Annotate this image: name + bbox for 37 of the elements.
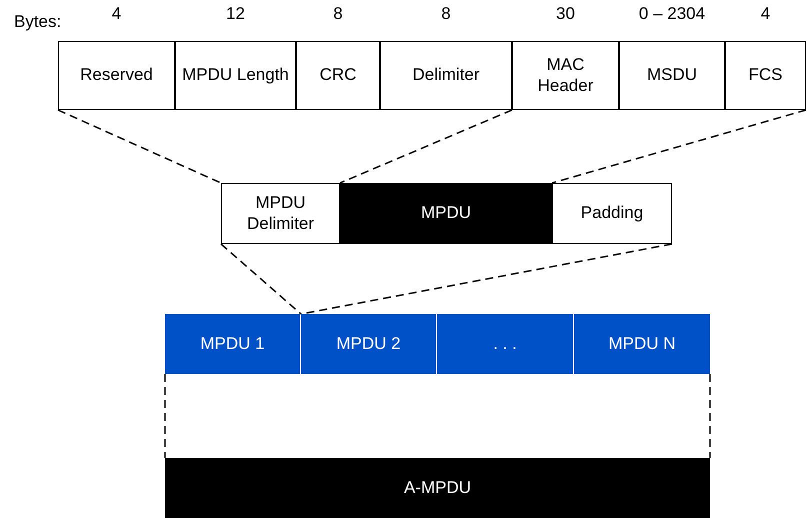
field-label: Reserved bbox=[79, 65, 154, 86]
mpdu-segment bbox=[574, 314, 710, 374]
byte-count: 8 bbox=[440, 4, 452, 24]
dashed-connector bbox=[300, 243, 672, 315]
row-label: Bytes: bbox=[14, 12, 62, 32]
field-label: MPDU Delimiter bbox=[246, 193, 316, 234]
byte-count: 30 bbox=[555, 4, 576, 24]
byte-count: 8 bbox=[332, 4, 344, 24]
mpdu-segment bbox=[165, 314, 300, 374]
dashed-connector bbox=[220, 243, 302, 315]
dashed-connector bbox=[340, 109, 512, 184]
field-label: MSDU bbox=[646, 65, 698, 86]
field-label: MPDU 2 bbox=[335, 334, 402, 354]
field-label: . . . bbox=[492, 334, 518, 354]
field-label: MAC Header bbox=[536, 55, 594, 96]
mpdu-segment bbox=[437, 314, 573, 374]
field-box bbox=[340, 183, 552, 244]
dashed-connector bbox=[552, 109, 806, 184]
byte-count: 4 bbox=[760, 4, 772, 24]
field-label: FCS bbox=[748, 65, 784, 86]
field-label: A-MPDU bbox=[402, 478, 472, 498]
dashed-connector bbox=[58, 109, 222, 184]
field-label: CRC bbox=[318, 65, 358, 86]
field-label: Delimiter bbox=[411, 65, 481, 86]
field-box bbox=[552, 183, 672, 244]
mpdu-segment bbox=[301, 314, 436, 374]
field-label: MPDU 1 bbox=[199, 334, 266, 354]
field-box bbox=[221, 183, 340, 244]
ampdu-bar bbox=[165, 458, 710, 518]
field-label: MPDU bbox=[420, 203, 472, 224]
byte-count: 0 – 2304 bbox=[638, 4, 706, 24]
dashed-connector bbox=[164, 374, 166, 458]
dashed-connector bbox=[709, 374, 711, 458]
byte-count: 12 bbox=[225, 4, 246, 24]
field-label: Padding bbox=[580, 203, 644, 224]
field-label: MPDU N bbox=[607, 334, 677, 354]
field-label: MPDU Length bbox=[181, 65, 290, 86]
